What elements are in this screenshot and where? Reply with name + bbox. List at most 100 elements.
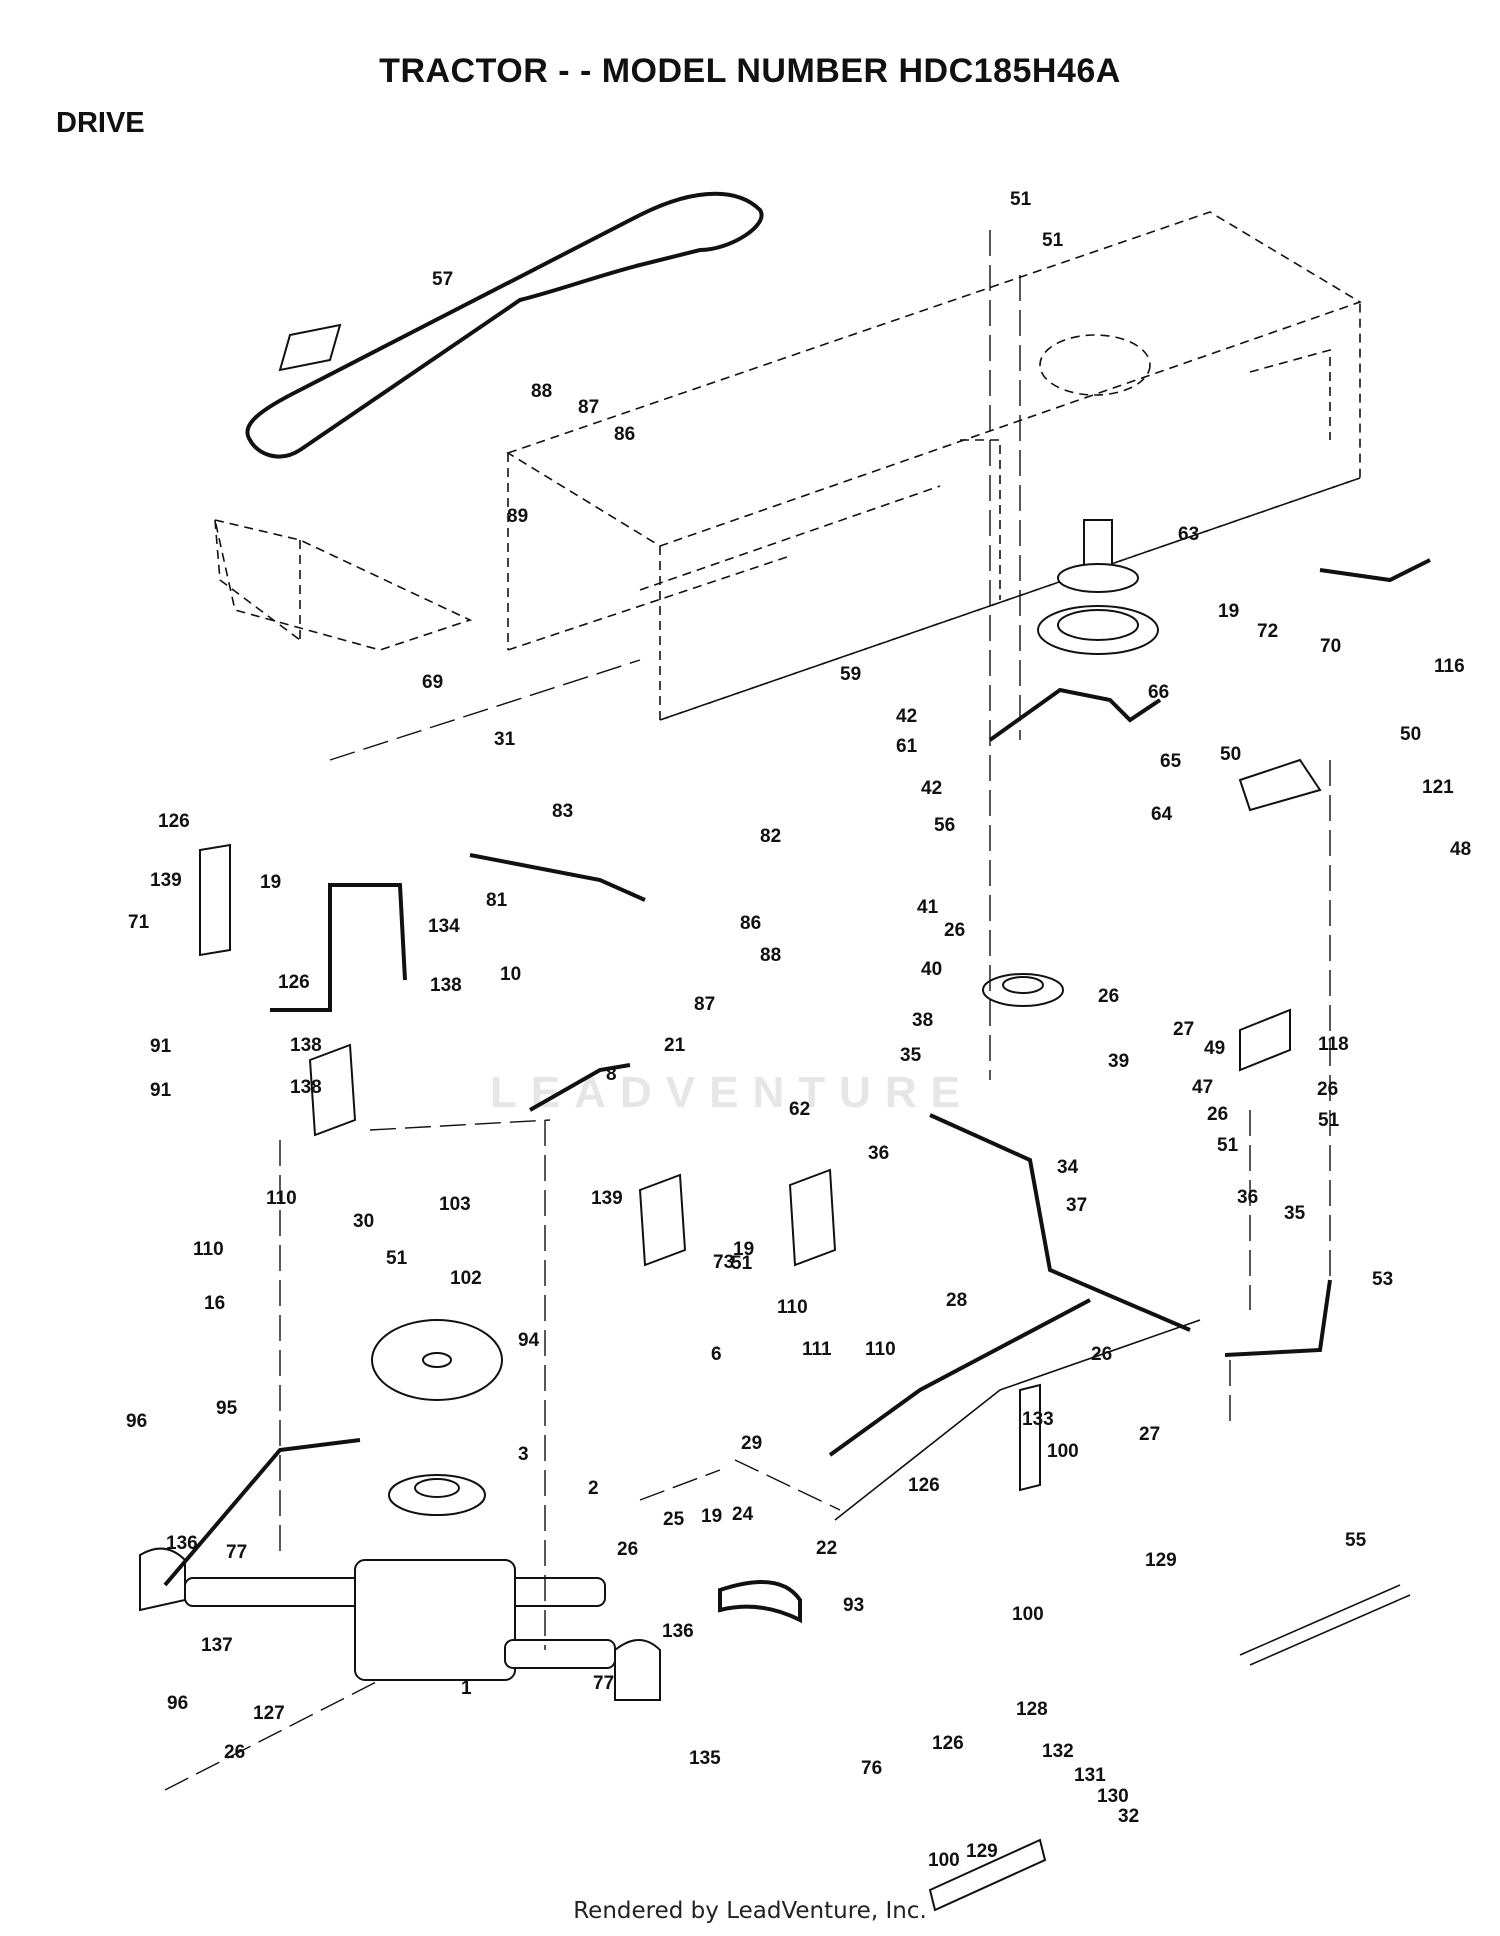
callout-number: 2 (588, 1478, 599, 1499)
callout-number: 86 (740, 913, 761, 934)
callout-number: 42 (921, 778, 942, 799)
callout-number: 138 (430, 975, 462, 996)
callout-number: 63 (1178, 524, 1199, 545)
footer-credit: Rendered by LeadVenture, Inc. (573, 1898, 927, 1924)
callout-number: 19 (260, 872, 281, 893)
callout-number: 130 (1097, 1786, 1129, 1807)
callout-number: 103 (439, 1194, 471, 1215)
callout-number: 134 (428, 916, 460, 937)
callout-number: 26 (944, 920, 965, 941)
callout-number: 10 (500, 964, 521, 985)
watermark-text: LEADVENTURE (490, 1068, 975, 1117)
callout-number: 36 (1237, 1187, 1258, 1208)
callout-number: 26 (1098, 986, 1119, 1007)
callout-number: 83 (552, 801, 573, 822)
frame-outline (213, 211, 1362, 722)
callout-number: 127 (253, 1703, 285, 1724)
callout-number: 53 (1372, 1269, 1393, 1290)
callout-number: 39 (1108, 1051, 1129, 1072)
callout-number: 91 (150, 1080, 172, 1101)
callout-number: 26 (1317, 1079, 1338, 1100)
callout-number: 22 (816, 1538, 837, 1559)
callout-number: 19 (733, 1239, 754, 1260)
callout-number: 48 (1450, 839, 1471, 860)
callout-number: 49 (1204, 1038, 1225, 1059)
callout-number: 25 (663, 1509, 685, 1530)
callout-number: 26 (617, 1539, 638, 1560)
callout-number: 71 (128, 912, 150, 933)
callout-number: 88 (760, 945, 781, 966)
callout-number: 128 (1016, 1699, 1048, 1720)
callout-number: 88 (531, 381, 552, 402)
callout-number: 35 (900, 1045, 922, 1066)
callout-number: 87 (694, 994, 715, 1015)
callout-number: 111 (802, 1339, 832, 1360)
callout-number: 76 (861, 1758, 882, 1779)
callout-number: 26 (1207, 1104, 1228, 1125)
callout-number: 51 (1042, 230, 1064, 251)
section-title: DRIVE (56, 107, 145, 139)
callout-number: 139 (591, 1188, 623, 1209)
callout-number: 138 (290, 1077, 322, 1098)
callout-number: 41 (917, 897, 939, 918)
callout-number: 137 (201, 1635, 233, 1656)
callout-number: 139 (150, 870, 182, 891)
callout-number: 59 (840, 664, 861, 685)
callout-number: 69 (422, 672, 443, 693)
assembly-lead-lines (164, 230, 1331, 1791)
callout-number: 50 (1220, 744, 1241, 765)
callout-number: 34 (1057, 1157, 1079, 1178)
callout-number: 30 (353, 1211, 374, 1232)
callout-number: 51 (1318, 1110, 1340, 1131)
callout-number: 64 (1151, 804, 1173, 825)
callout-number: 102 (450, 1268, 482, 1289)
callout-number: 126 (932, 1733, 964, 1754)
page-title: TRACTOR - - MODEL NUMBER HDC185H46A (379, 52, 1121, 90)
callout-number: 3 (518, 1444, 529, 1465)
callout-number: 27 (1139, 1424, 1160, 1445)
callout-number: 96 (126, 1411, 147, 1432)
callout-number: 135 (689, 1748, 721, 1769)
callout-number: 56 (934, 815, 955, 836)
callout-number: 95 (216, 1398, 238, 1419)
transmission-pulley (388, 1474, 486, 1516)
callout-number: 61 (896, 736, 918, 757)
callout-number: 81 (486, 890, 508, 911)
callout-number: 55 (1345, 1530, 1367, 1551)
callout-number: 118 (1318, 1034, 1349, 1055)
callout-number: 26 (224, 1742, 245, 1763)
fan (371, 1319, 503, 1401)
callout-number: 32 (1118, 1806, 1139, 1827)
callout-number: 89 (507, 506, 528, 527)
callout-number: 21 (664, 1035, 686, 1056)
callout-number: 94 (518, 1330, 540, 1351)
callout-number: 136 (166, 1533, 198, 1554)
callout-number: 26 (1091, 1344, 1112, 1365)
callout-number: 136 (662, 1621, 694, 1642)
callout-number: 6 (711, 1344, 722, 1365)
callout-number: 77 (226, 1542, 247, 1563)
callout-number: 57 (432, 269, 453, 290)
callout-number: 100 (1012, 1604, 1044, 1625)
callout-number: 35 (1284, 1203, 1306, 1224)
callout-number: 110 (266, 1188, 297, 1209)
callout-number: 1 (461, 1678, 472, 1699)
callout-number: 93 (843, 1595, 864, 1616)
callout-number: 126 (908, 1475, 940, 1496)
callout-number: 51 (1217, 1135, 1239, 1156)
callout-number: 28 (946, 1290, 967, 1311)
callout-number: 19 (1218, 601, 1239, 622)
callout-number: 51 (386, 1248, 408, 1269)
idler-pulley (982, 973, 1064, 1007)
callout-number: 91 (150, 1036, 172, 1057)
callout-number: 66 (1148, 682, 1169, 703)
callout-number: 77 (593, 1673, 614, 1694)
callout-number: 132 (1042, 1741, 1074, 1762)
callout-number: 87 (578, 397, 599, 418)
callout-number: 129 (1145, 1550, 1177, 1571)
callout-number: 133 (1022, 1409, 1054, 1430)
callout-number: 24 (732, 1504, 754, 1525)
callout-number: 131 (1074, 1765, 1106, 1786)
callout-number: 50 (1400, 724, 1421, 745)
